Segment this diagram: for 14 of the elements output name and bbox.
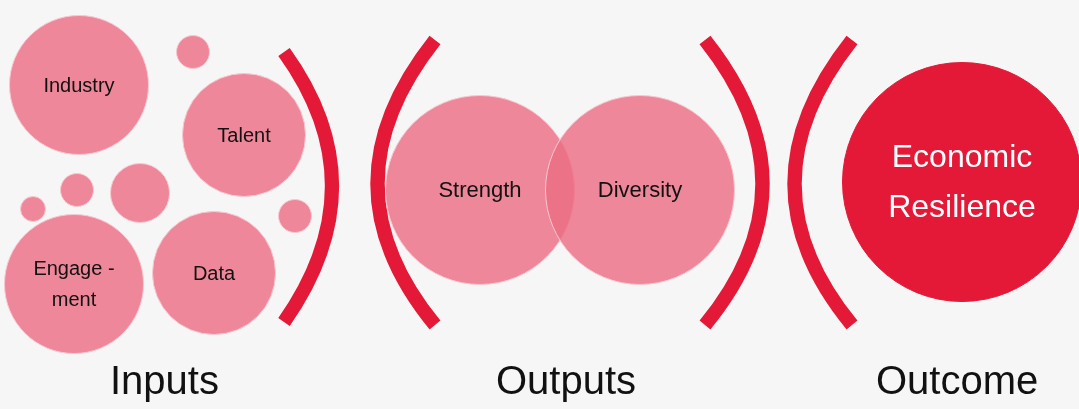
section-heading: Inputs <box>110 358 219 403</box>
circle <box>60 173 94 207</box>
circle-label: Strength <box>437 175 523 204</box>
circle <box>176 35 210 69</box>
circle-label: Data <box>191 260 237 286</box>
circle-label: Engage -ment <box>32 256 116 312</box>
section-heading: Outputs <box>496 358 637 403</box>
circle-label: Talent <box>216 122 272 148</box>
section-heading: Outcome <box>876 358 1039 403</box>
circle-label: Industry <box>42 72 116 98</box>
circle <box>278 199 312 233</box>
circle-label: Diversity <box>596 175 684 204</box>
circle-label: Economic Resilience <box>887 137 1037 226</box>
circle <box>20 196 46 222</box>
